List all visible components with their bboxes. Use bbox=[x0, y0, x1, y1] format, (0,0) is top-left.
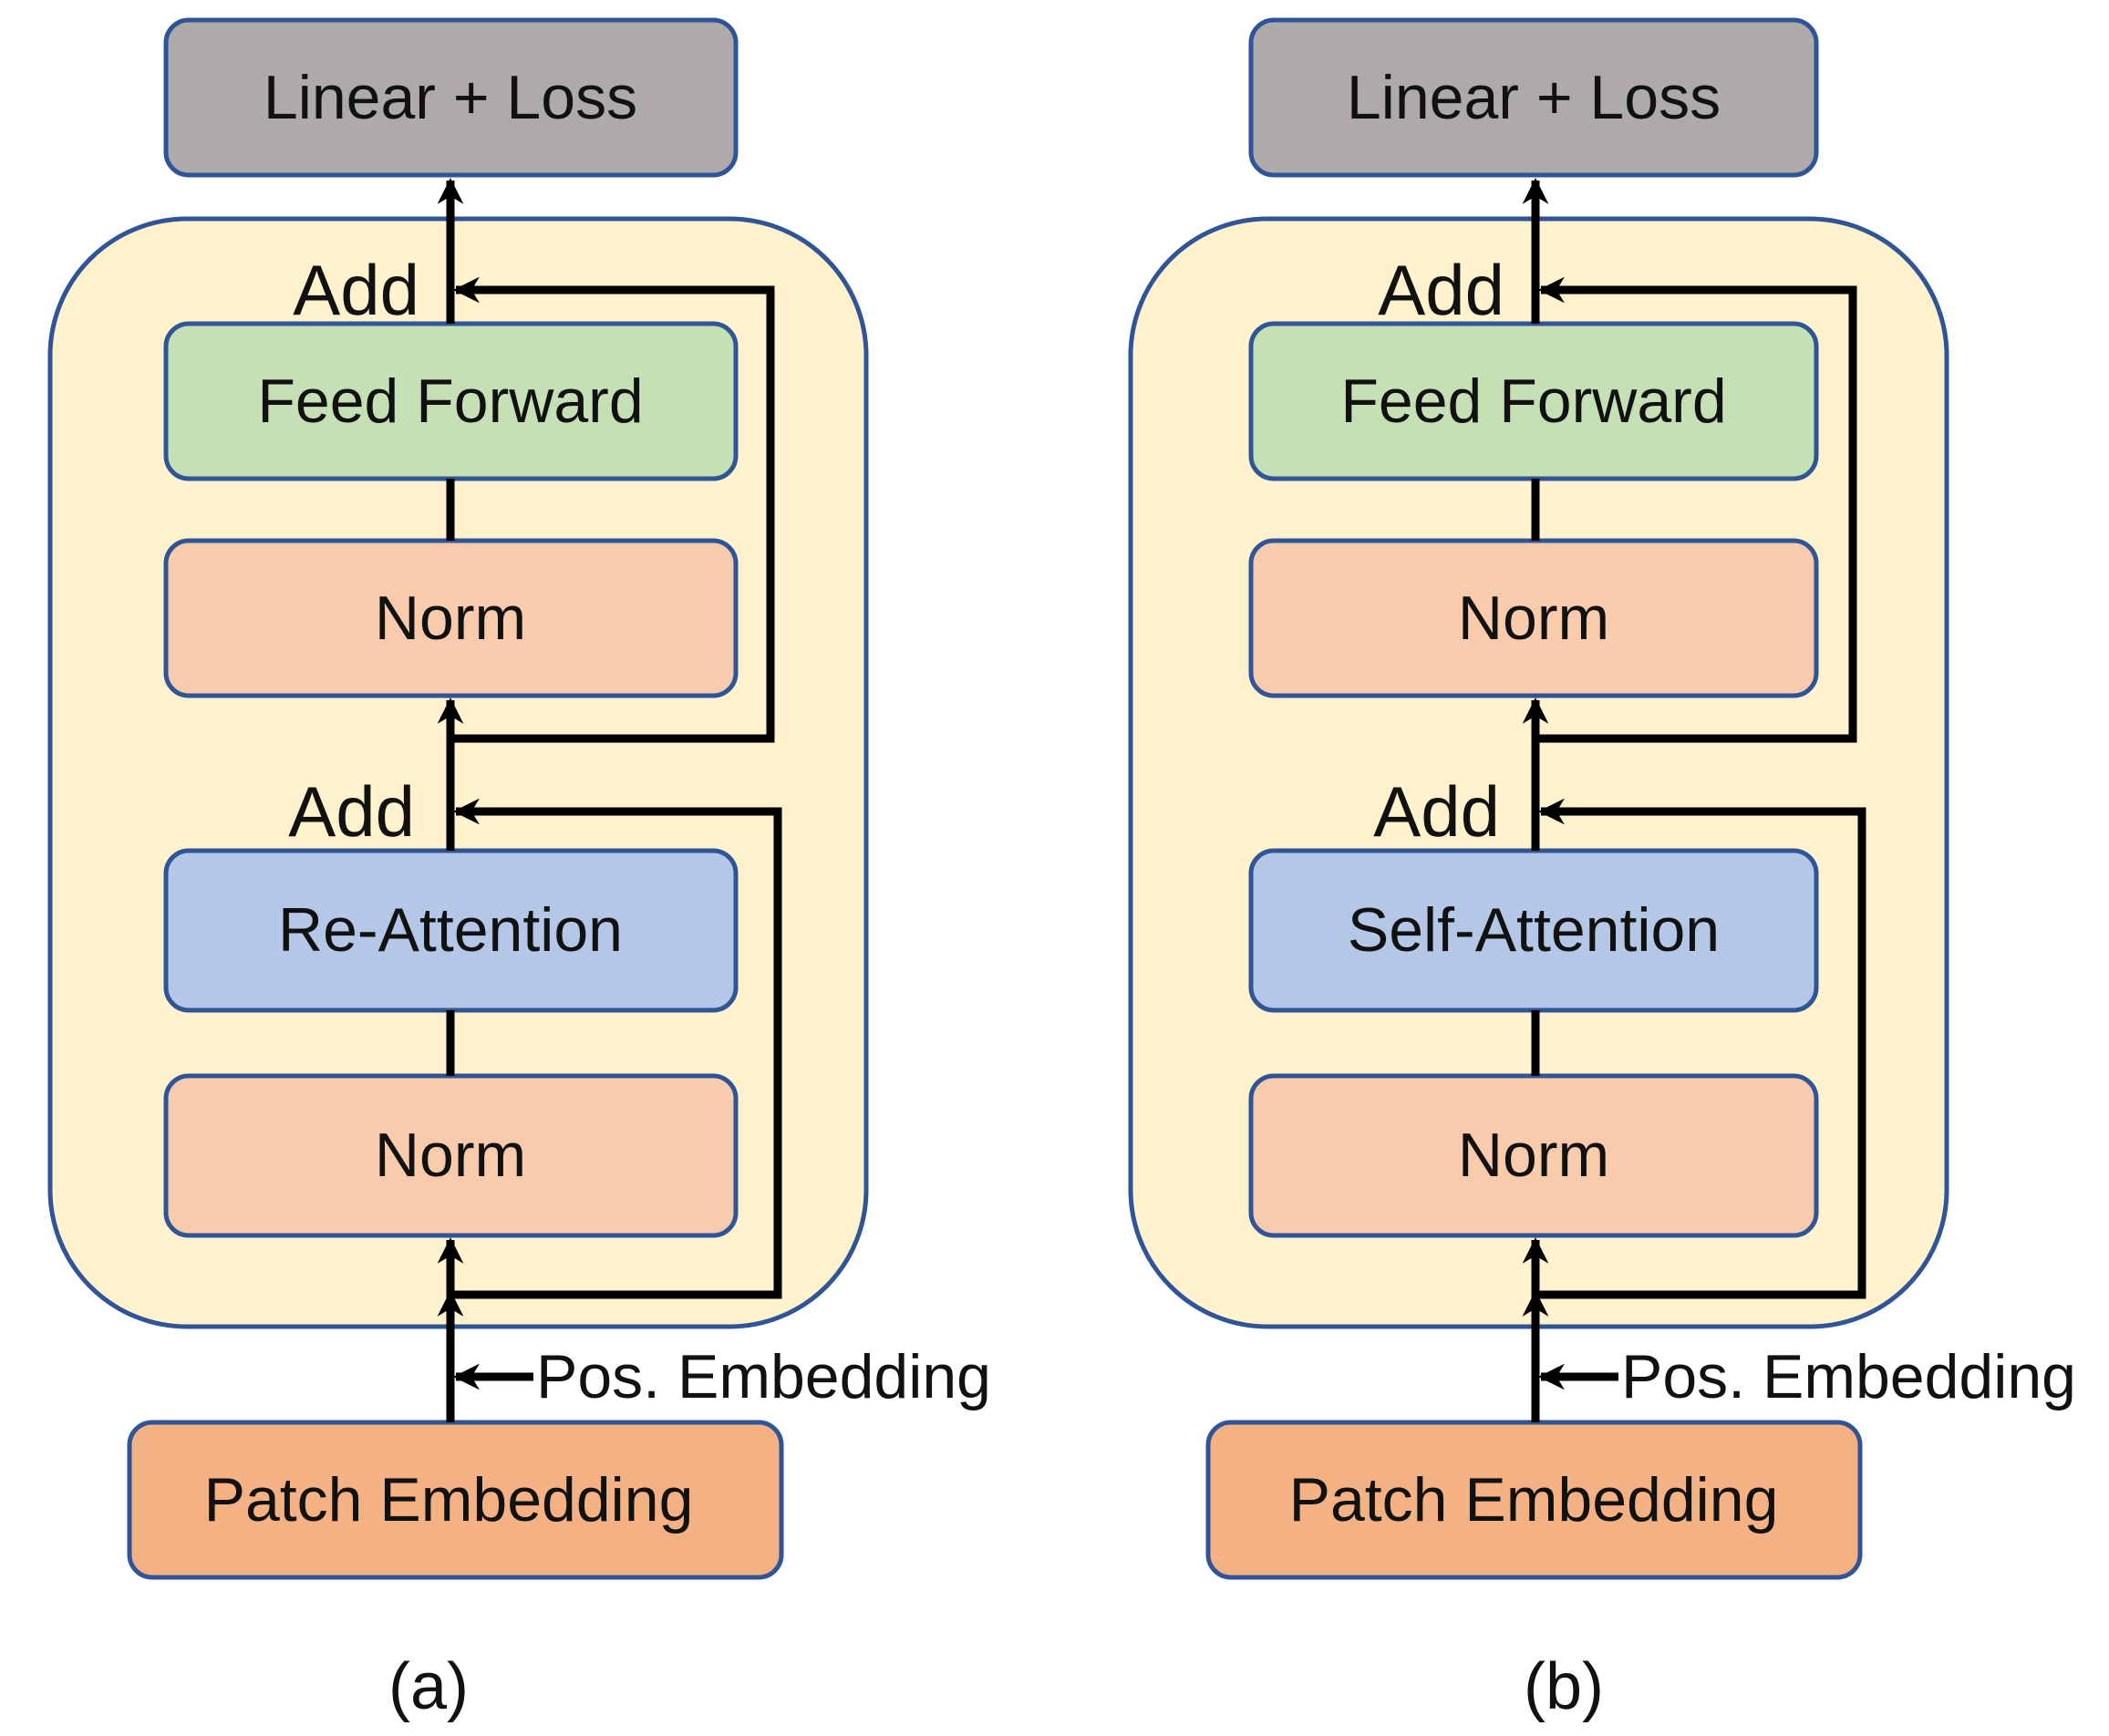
linear-loss-label-b: Linear + Loss bbox=[1347, 63, 1721, 132]
add-top-label-a: Add bbox=[293, 250, 419, 330]
pos-embedding-label-b: Pos. Embedding bbox=[1621, 1342, 2076, 1411]
feed-forward-label-a: Feed Forward bbox=[257, 367, 643, 436]
feed-forward-label-b: Feed Forward bbox=[1340, 367, 1726, 436]
attention-label-b: Self-Attention bbox=[1348, 895, 1720, 965]
norm-bottom-label-a: Norm bbox=[375, 1121, 526, 1190]
residual-top-a bbox=[450, 276, 775, 743]
panel-a: Linear + Loss Feed Forward Norm Re-Atten… bbox=[47, 17, 991, 1723]
caption-a: (a) bbox=[388, 1650, 469, 1723]
transformer-block-a bbox=[47, 216, 869, 1329]
norm-top-label-b: Norm bbox=[1458, 584, 1609, 653]
panel-b: Linear + Loss Feed Forward Norm Self-Att… bbox=[1128, 17, 2076, 1723]
linear-loss-box-b bbox=[1248, 17, 1819, 178]
residual-bottom-a bbox=[450, 798, 782, 1299]
patch-embedding-box-a bbox=[127, 1420, 784, 1580]
attention-label-a: Re-Attention bbox=[278, 895, 623, 965]
add-bottom-label-a: Add bbox=[288, 771, 415, 852]
add-bottom-label-b: Add bbox=[1373, 771, 1500, 852]
linear-loss-box-a bbox=[163, 17, 739, 178]
norm-bottom-label-b: Norm bbox=[1458, 1121, 1609, 1190]
linear-loss-label-a: Linear + Loss bbox=[264, 63, 637, 132]
residual-top-b bbox=[1535, 276, 1857, 743]
patch-embedding-label-a: Patch Embedding bbox=[204, 1465, 694, 1534]
residual-bottom-b bbox=[1535, 798, 1866, 1299]
caption-b: (b) bbox=[1524, 1650, 1604, 1723]
pos-embedding-label-a: Pos. Embedding bbox=[536, 1342, 991, 1411]
add-top-label-b: Add bbox=[1378, 250, 1504, 330]
norm-top-label-a: Norm bbox=[375, 584, 526, 653]
patch-embedding-label-b: Patch Embedding bbox=[1289, 1465, 1779, 1534]
